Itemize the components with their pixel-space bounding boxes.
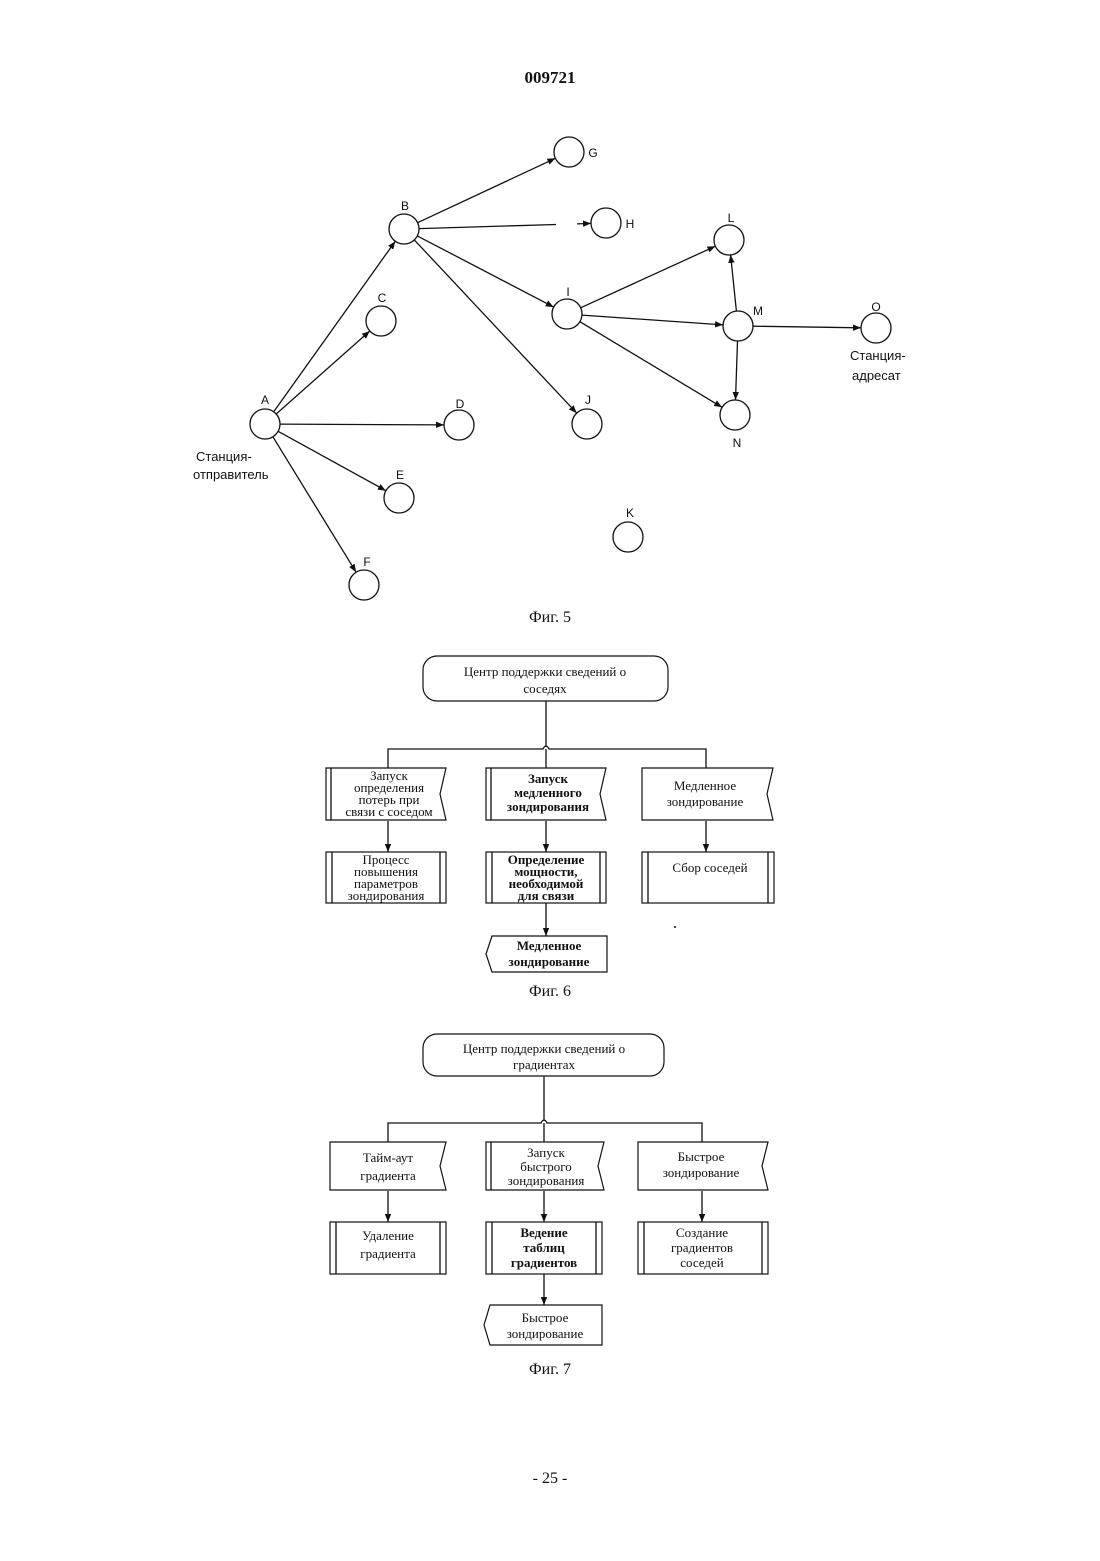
fig7-process-3-line: градиентов xyxy=(671,1240,733,1255)
node-E xyxy=(384,483,414,513)
fig6-event-3-line: Медленное xyxy=(674,778,736,793)
node-C xyxy=(366,306,396,336)
destination-station-label-line2: адресат xyxy=(852,368,901,383)
edge-B-J xyxy=(414,240,576,413)
destination-station-label-line1: Станция- xyxy=(850,348,906,363)
edge-B-H xyxy=(419,225,556,229)
fig6-output-text: Медленное зондирование xyxy=(509,938,590,969)
node-L xyxy=(714,225,744,255)
edge-M-N xyxy=(736,341,738,400)
fig7-output-line: зондирование xyxy=(507,1326,584,1341)
fig6-root-line2: соседях xyxy=(523,681,567,696)
node-M xyxy=(723,311,753,341)
fig7-event-1-line: Тайм-аут xyxy=(363,1150,414,1165)
edge-A-F xyxy=(273,437,356,572)
fig7-process-1-line: градиента xyxy=(360,1246,416,1261)
fig5-edges xyxy=(273,158,861,572)
node-H xyxy=(591,208,621,238)
node-label-A: A xyxy=(261,393,269,407)
node-label-B: B xyxy=(401,199,409,213)
fig6-event-3-text: Медленное зондирование xyxy=(667,778,744,809)
fig6-process-3-line: Сбор соседей xyxy=(672,860,747,875)
node-label-D: D xyxy=(456,397,465,411)
stray-dot xyxy=(674,926,676,928)
sender-station-label-line2: отправитель xyxy=(193,467,269,482)
edge-A-D xyxy=(280,424,444,425)
node-O xyxy=(861,313,891,343)
edge-I-M xyxy=(582,315,723,325)
edge-I-N xyxy=(580,322,722,408)
fig7-branch-line xyxy=(388,1120,702,1142)
page-number: - 25 - xyxy=(533,1470,568,1487)
fig6-process-2-text: Определение мощности, необходимой для св… xyxy=(508,852,585,903)
edge-B-H-arrowhead xyxy=(577,223,591,224)
fig6-output-line: Медленное xyxy=(517,938,582,953)
figure-7-caption: Фиг. 7 xyxy=(529,1361,571,1378)
fig6-flowchart: Центр поддержки сведений о соседях Запус… xyxy=(326,656,774,972)
fig6-root-line1: Центр поддержки сведений о xyxy=(464,664,626,679)
figure-6-caption: Фиг. 6 xyxy=(529,983,571,1000)
fig7-event-2-line: зондирования xyxy=(508,1173,585,1188)
fig6-event-1-line: связи с соседом xyxy=(345,804,432,819)
node-label-C: C xyxy=(378,291,387,305)
node-label-N: N xyxy=(733,436,742,450)
fig7-root-line1: Центр поддержки сведений о xyxy=(463,1041,625,1056)
fig7-process-3-text: Создание градиентов соседей xyxy=(671,1225,733,1270)
document-number: 009721 xyxy=(525,68,576,87)
fig6-event-2-line: Запуск xyxy=(528,771,569,786)
edge-A-E xyxy=(278,431,386,490)
node-label-K: K xyxy=(626,506,634,520)
node-G xyxy=(554,137,584,167)
node-N xyxy=(720,400,750,430)
edge-I-L xyxy=(581,246,716,308)
fig7-event-2-line: быстрого xyxy=(520,1159,571,1174)
fig7-event-3-line: зондирование xyxy=(663,1165,740,1180)
fig7-process-3-line: соседей xyxy=(680,1255,724,1270)
figure-5-caption: Фиг. 5 xyxy=(529,609,571,626)
edge-B-I xyxy=(417,236,553,307)
node-label-I: I xyxy=(566,285,569,299)
node-label-J: J xyxy=(585,393,591,407)
node-label-F: F xyxy=(363,555,370,569)
fig6-branch-line xyxy=(388,746,706,768)
fig6-process-2-line: для связи xyxy=(518,888,575,903)
node-label-O: O xyxy=(871,300,880,314)
fig7-process-1-line: Удаление xyxy=(362,1228,414,1243)
node-J xyxy=(572,409,602,439)
node-B xyxy=(389,214,419,244)
edge-M-L xyxy=(731,255,737,311)
node-label-M: M xyxy=(753,304,763,318)
fig6-event-2-line: зондирования xyxy=(507,799,589,814)
fig6-event-3-line: зондирование xyxy=(667,794,744,809)
fig6-event-2-line: медленного xyxy=(514,785,582,800)
node-A xyxy=(250,409,280,439)
fig7-event-3-line: Быстрое xyxy=(678,1149,725,1164)
sender-station-label-line1: Станция- xyxy=(196,449,252,464)
node-K xyxy=(613,522,643,552)
fig7-process-2-line: градиентов xyxy=(511,1255,577,1270)
fig7-process-3-line: Создание xyxy=(676,1225,728,1240)
node-F xyxy=(349,570,379,600)
node-label-G: G xyxy=(588,146,597,160)
edge-M-O xyxy=(753,326,861,328)
edge-B-G xyxy=(418,158,556,222)
fig6-output-line: зондирование xyxy=(509,954,590,969)
node-label-H: H xyxy=(626,217,635,231)
fig7-root-line2: градиентах xyxy=(513,1057,576,1072)
fig7-event-2-line: Запуск xyxy=(527,1145,565,1160)
fig7-process-2-line: Ведение xyxy=(520,1225,568,1240)
node-D xyxy=(444,410,474,440)
fig7-flowchart: Центр поддержки сведений о градиентах Та… xyxy=(330,1034,768,1345)
fig5-nodes: A B C D E F G H I J K L M N O xyxy=(250,137,891,600)
node-label-E: E xyxy=(396,468,404,482)
fig7-event-1-line: градиента xyxy=(360,1168,416,1183)
fig6-process-1-line: зондирования xyxy=(348,888,425,903)
fig7-process-2-line: таблиц xyxy=(523,1240,565,1255)
fig7-output-line: Быстрое xyxy=(522,1310,569,1325)
node-I xyxy=(552,299,582,329)
node-label-L: L xyxy=(728,211,735,225)
